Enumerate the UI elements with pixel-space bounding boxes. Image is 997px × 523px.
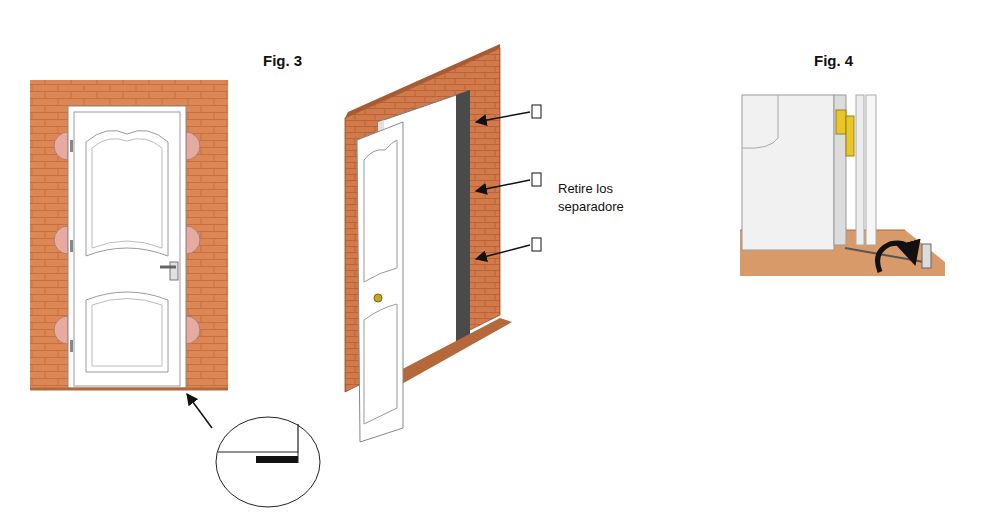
figure-label: Fig. 3 bbox=[263, 50, 302, 71]
hinge-adjust-detail bbox=[740, 95, 945, 276]
door-front-view bbox=[30, 80, 320, 507]
instruction-note: Retire los separadore bbox=[558, 180, 640, 216]
figure-label: Fig. 4 bbox=[814, 50, 853, 71]
door-perspective-view bbox=[345, 44, 541, 442]
